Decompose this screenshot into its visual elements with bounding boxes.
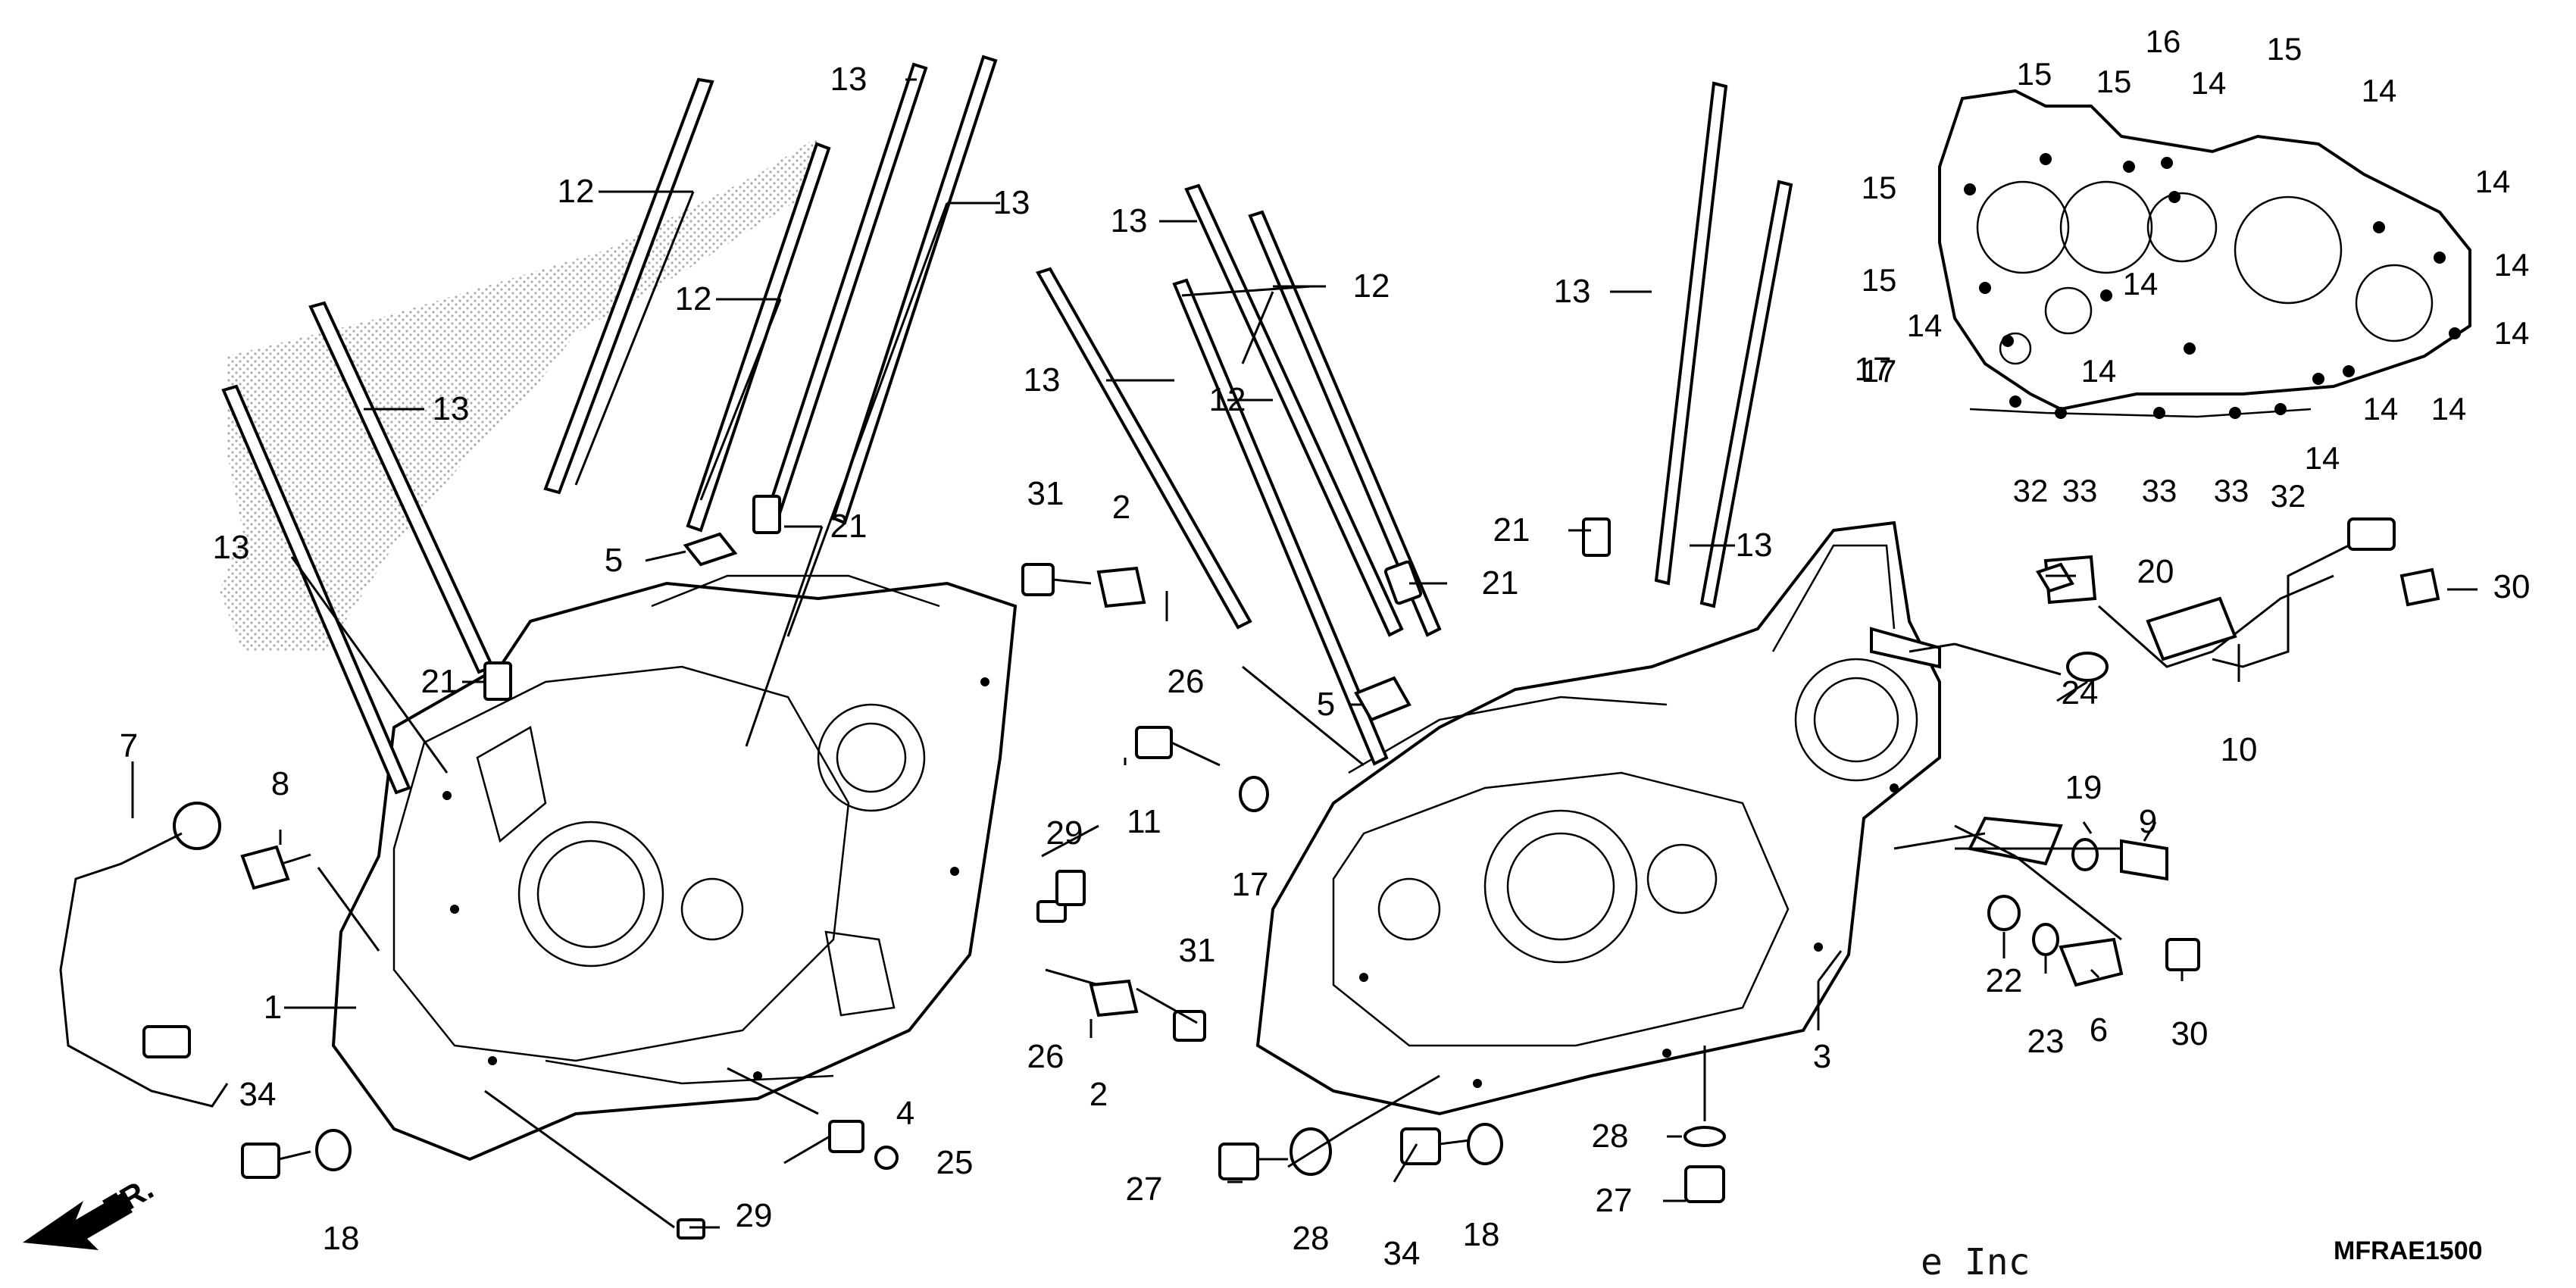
- callout-i14a: 14: [2361, 73, 2397, 108]
- callout-i33a: 33: [2062, 473, 2098, 508]
- right-fasteners: [1870, 517, 2440, 987]
- callout-i15d: 15: [1861, 170, 1897, 205]
- callout-i14b: 14: [2190, 65, 2227, 101]
- callout-c2a: 2: [1111, 489, 1131, 526]
- stipple-shading: [220, 136, 818, 652]
- callout-c19: 19: [2065, 769, 2102, 806]
- callout-i14k: 14: [2431, 391, 2467, 427]
- callout-c13c: 13: [432, 390, 470, 427]
- callout-c30a: 30: [2493, 568, 2531, 605]
- callout-c2b: 2: [1089, 1076, 1108, 1113]
- callout-c20: 20: [2137, 553, 2174, 590]
- callout-c28b: 28: [1591, 1118, 1629, 1155]
- callout-c26a: 26: [1167, 663, 1205, 700]
- callout-i32a: 32: [2012, 473, 2049, 508]
- callout-c21d: 21: [1481, 564, 1519, 602]
- callout-c34a: 34: [239, 1076, 277, 1113]
- callout-c31b: 31: [1178, 932, 1216, 969]
- callout-c4: 4: [896, 1095, 915, 1132]
- left-crankcase-half: [331, 574, 1018, 1161]
- callout-c13g: 13: [1553, 273, 1591, 310]
- callout-c18b: 18: [1462, 1216, 1500, 1253]
- callout-i15c: 15: [2266, 31, 2302, 67]
- callout-i14g: 14: [2122, 266, 2159, 302]
- callout-c17a: 17: [1231, 866, 1269, 903]
- callout-c25: 25: [936, 1144, 974, 1181]
- callout-c30b: 30: [2171, 1015, 2209, 1052]
- callout-c18a: 18: [322, 1220, 360, 1257]
- callout-c3: 3: [1812, 1038, 1832, 1075]
- callout-c12a: 12: [557, 173, 595, 210]
- callout-c1: 1: [263, 989, 283, 1026]
- callout-c26b: 26: [1027, 1038, 1064, 1075]
- callout-i17: 17: [1861, 353, 1897, 389]
- inset-bolt-layout: [1938, 89, 2471, 419]
- callout-i15b: 15: [2096, 64, 2132, 99]
- callout-c24: 24: [2061, 674, 2099, 711]
- callout-c27a: 27: [1125, 1171, 1163, 1208]
- callout-c13a: 13: [830, 61, 868, 98]
- sensor-wire-7: [59, 802, 229, 1108]
- callout-i14c: 14: [2474, 164, 2511, 199]
- callout-i32b: 32: [2270, 478, 2306, 514]
- callout-c13d: 13: [212, 529, 250, 566]
- callout-c31a: 31: [1027, 475, 1064, 512]
- front-direction-arrow: [23, 1193, 133, 1250]
- callout-c13b: 13: [993, 184, 1030, 221]
- callout-i33c: 33: [2213, 473, 2249, 508]
- callout-c12d: 12: [1352, 267, 1390, 305]
- callout-c11: 11: [1127, 803, 1161, 840]
- dowel-pins: [483, 495, 1611, 701]
- callout-c12b: 12: [674, 280, 712, 317]
- callout-i14i: 14: [2304, 440, 2340, 476]
- watermark-text: e Inc: [1921, 1241, 2030, 1283]
- leader-lines: [131, 78, 2478, 1229]
- callout-c5b: 5: [1316, 686, 1336, 723]
- callout-c13e: 13: [1110, 202, 1148, 239]
- callout-c21b: 21: [420, 663, 458, 700]
- callout-c34b: 34: [1383, 1235, 1421, 1272]
- callout-c5a: 5: [604, 542, 624, 579]
- callout-c12c: 12: [1208, 381, 1246, 418]
- callout-c10: 10: [2220, 731, 2258, 768]
- callout-c22: 22: [1985, 962, 2023, 999]
- callout-c21a: 21: [830, 508, 868, 545]
- callout-i14d: 14: [1906, 308, 1943, 343]
- right-crankcase-half: [1255, 521, 1941, 1116]
- callout-i14e: 14: [2493, 247, 2530, 283]
- callout-c29a: 29: [1046, 814, 1083, 852]
- callout-i14f: 14: [2493, 315, 2530, 351]
- middle-fasteners: [1021, 563, 1726, 1203]
- left-fasteners: [240, 845, 1067, 1240]
- callout-c13h: 13: [1735, 527, 1773, 564]
- callout-c8: 8: [270, 765, 290, 802]
- callout-i16: 16: [2145, 23, 2181, 59]
- callout-i15a: 15: [2016, 56, 2052, 92]
- callout-c17b: 17: [1854, 351, 1892, 388]
- oil-orifices: [683, 532, 1411, 722]
- callout-c9: 9: [2138, 803, 2158, 840]
- callout-c27b: 27: [1595, 1182, 1633, 1219]
- callout-i15e: 15: [1861, 262, 1897, 298]
- callout-c29b: 29: [735, 1197, 773, 1234]
- callout-c28a: 28: [1292, 1220, 1330, 1257]
- callout-c6: 6: [2089, 1011, 2109, 1049]
- callout-i14h: 14: [2080, 353, 2117, 389]
- callout-c21c: 21: [1493, 511, 1530, 549]
- callout-i33b: 33: [2141, 473, 2177, 508]
- callout-c23: 23: [2027, 1023, 2065, 1060]
- drawing-code: MFRAE1500: [2334, 1236, 2483, 1265]
- callout-c13f: 13: [1023, 361, 1061, 399]
- callout-i14j: 14: [2362, 391, 2399, 427]
- callout-c7: 7: [119, 727, 139, 764]
